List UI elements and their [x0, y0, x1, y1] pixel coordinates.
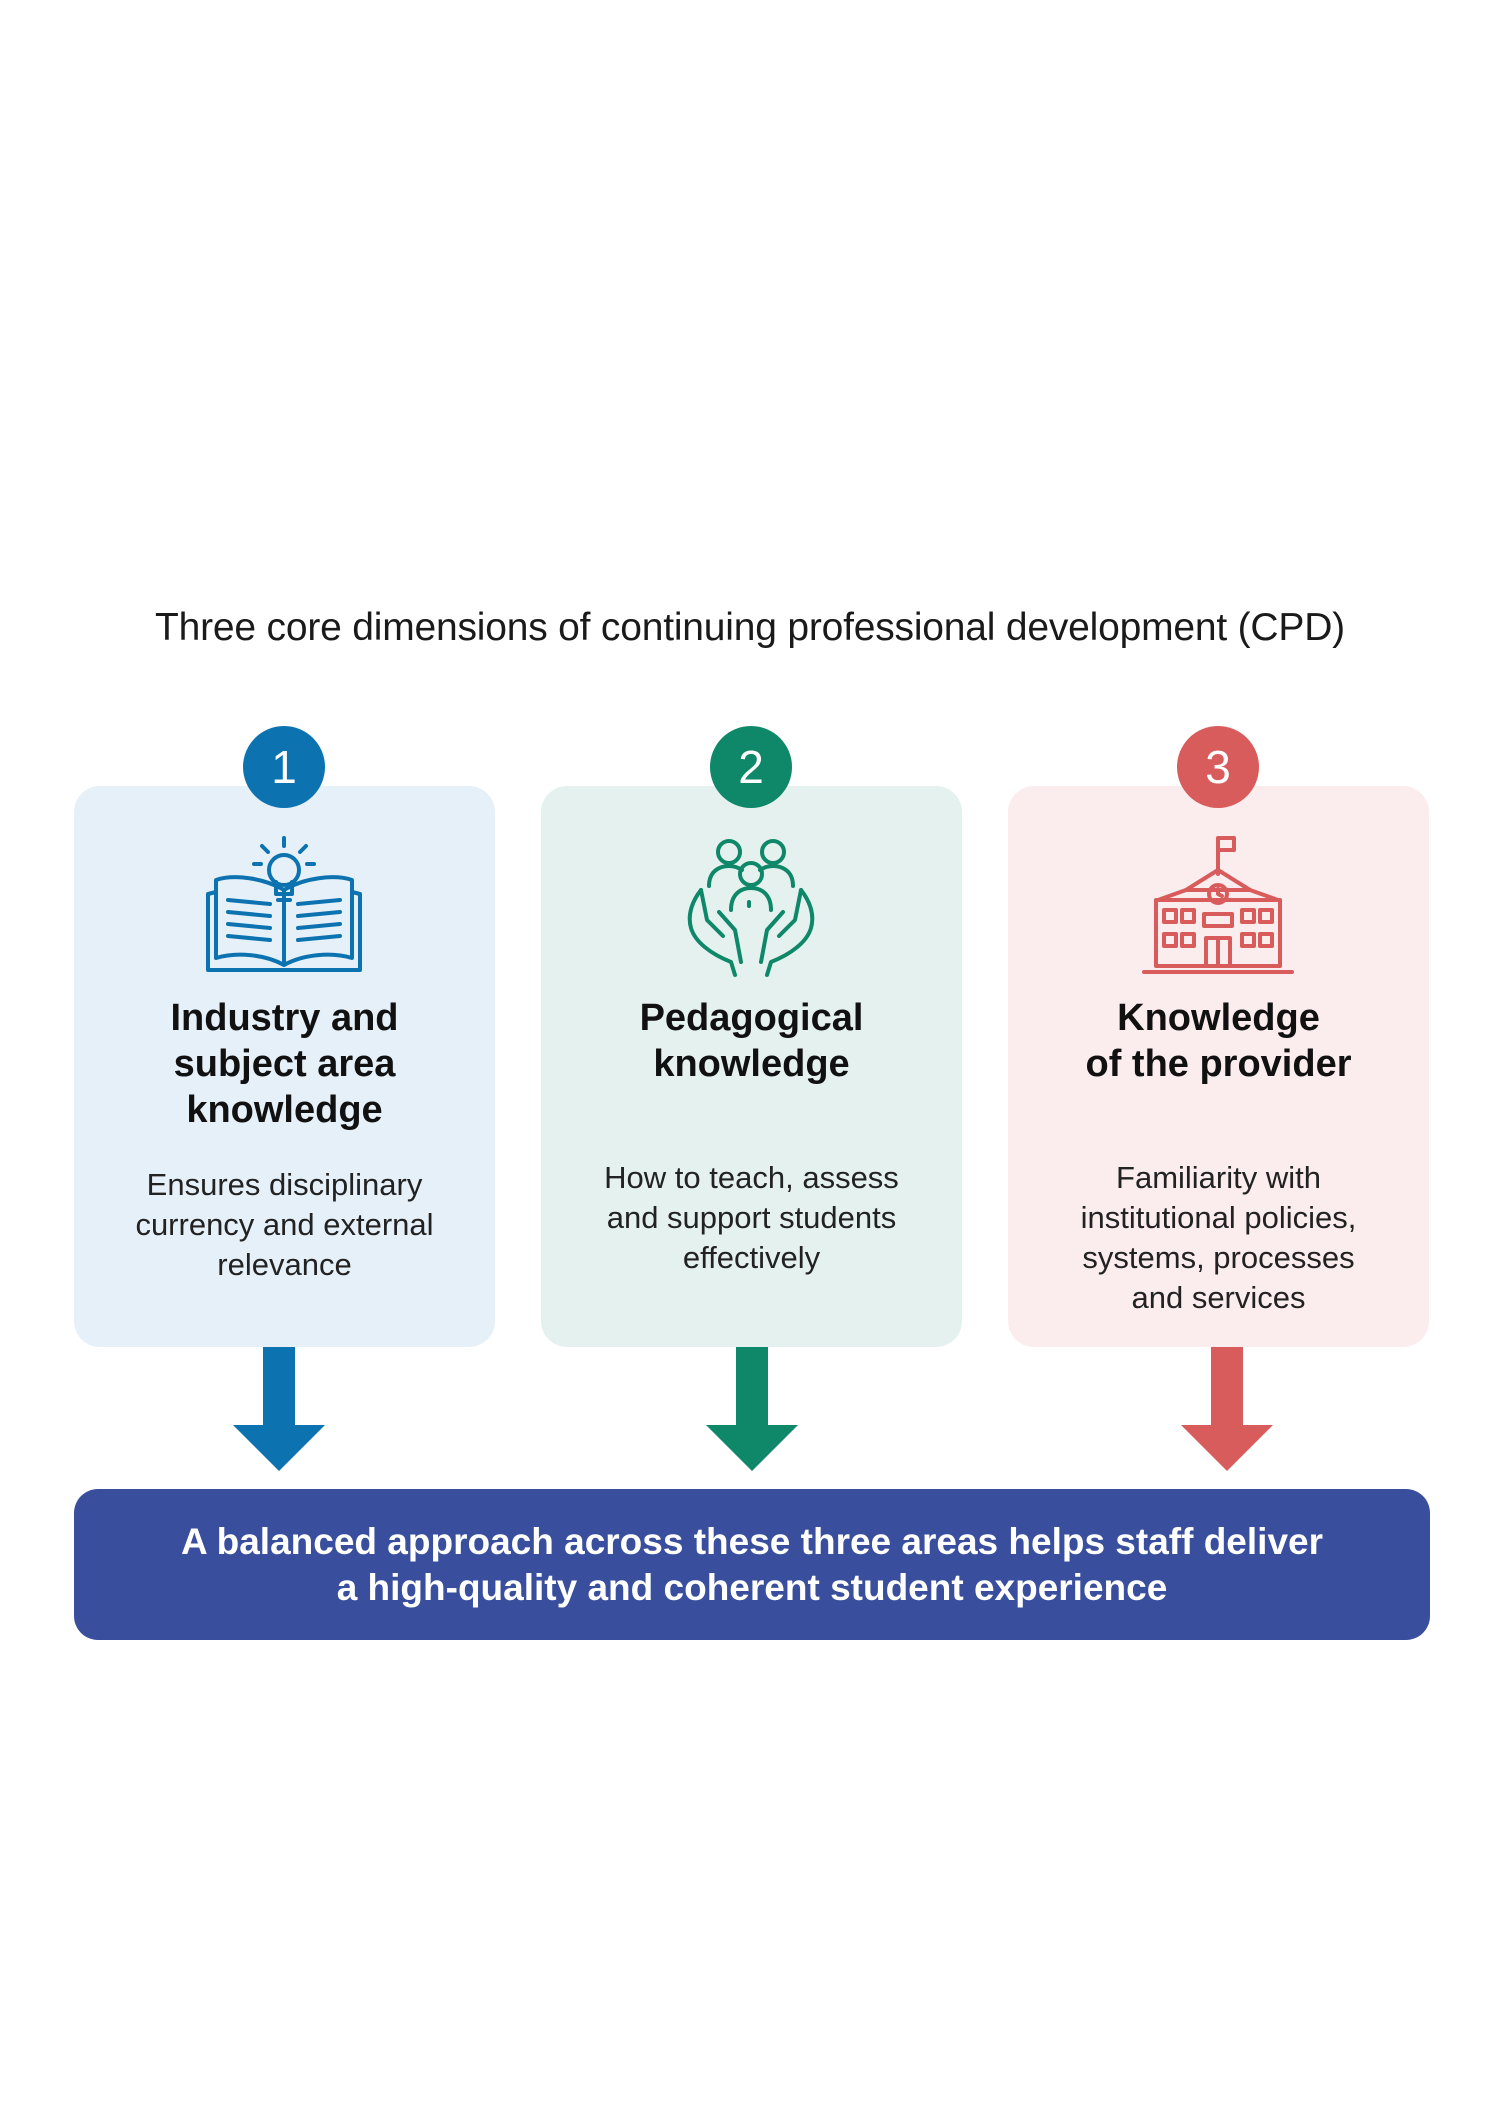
- card-heading: Knowledge of the provider: [1085, 997, 1352, 1085]
- summary-banner: A balanced approach across these three a…: [74, 1489, 1430, 1640]
- card-pedagogical-knowledge: [541, 786, 962, 1347]
- down-arrow-icon: [1181, 1347, 1273, 1471]
- card-description: Familiarity with institutional policies,…: [1080, 1160, 1357, 1315]
- diagram-title: Three core dimensions of continuing prof…: [155, 606, 1345, 649]
- book-lightbulb-icon: [206, 836, 362, 972]
- card-number-badge: 1: [243, 726, 325, 808]
- card-number-badge: 2: [710, 726, 792, 808]
- down-arrow-icon: [706, 1347, 798, 1471]
- card-industry-knowledge: [74, 786, 495, 1347]
- school-building-icon: [1142, 836, 1294, 974]
- down-arrow-icon: [233, 1347, 325, 1471]
- card-provider-knowledge: [1008, 786, 1429, 1347]
- summary-banner-text: A balanced approach across these three a…: [181, 1520, 1323, 1608]
- card-heading: Industry and subject area knowledge: [170, 997, 399, 1131]
- card-description: How to teach, assess and support student…: [604, 1160, 899, 1275]
- card-description: Ensures disciplinary currency and extern…: [135, 1167, 434, 1282]
- card-heading: Pedagogical knowledge: [639, 997, 864, 1085]
- hands-group-icon: [687, 839, 815, 977]
- card-number-badge: 3: [1177, 726, 1259, 808]
